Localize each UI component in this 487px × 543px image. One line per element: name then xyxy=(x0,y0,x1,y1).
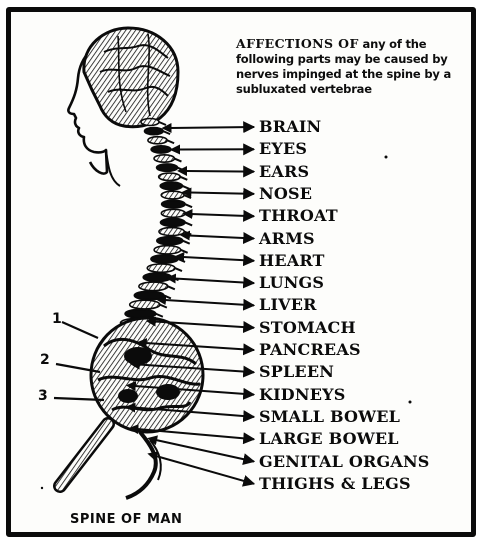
callout-2: 2 xyxy=(40,352,50,368)
organ-label: BRAIN xyxy=(259,118,321,136)
organ-label: SMALL BOWEL xyxy=(259,408,400,426)
vertebra xyxy=(159,173,181,181)
vertebra xyxy=(154,155,174,162)
spinous-process xyxy=(178,168,185,171)
vertebra xyxy=(143,273,171,281)
callout-3: 3 xyxy=(38,388,48,404)
nerve-arrow xyxy=(190,193,254,194)
vertebra xyxy=(162,200,185,208)
organ-label: LIVER xyxy=(259,296,317,314)
vertebra xyxy=(145,128,164,135)
nerve-arrow xyxy=(171,127,254,128)
organ-label: THROAT xyxy=(259,207,338,225)
spinous-process xyxy=(168,286,175,289)
vertebra xyxy=(151,146,171,153)
spinous-process xyxy=(184,195,191,198)
vertebra xyxy=(141,119,159,126)
callout-1: 1 xyxy=(52,311,62,327)
spinous-process xyxy=(167,140,174,143)
sacrum xyxy=(126,432,161,498)
organ-label: KIDNEYS xyxy=(259,386,345,404)
organ-label: HEART xyxy=(259,252,325,270)
spinous-process xyxy=(180,177,187,180)
nerve-arrow xyxy=(186,171,254,172)
vertebra xyxy=(148,137,167,144)
organ-label: SPLEEN xyxy=(259,363,334,381)
vertebra xyxy=(139,282,168,291)
organ-label: LARGE BOWEL xyxy=(259,430,399,448)
vertebra xyxy=(154,246,181,254)
spinous-process xyxy=(171,149,178,152)
nerve-arrow xyxy=(189,236,254,239)
spinous-process xyxy=(185,204,192,207)
spinous-process xyxy=(181,250,188,253)
femur-bone xyxy=(60,424,108,486)
nerve-arrow xyxy=(191,214,254,216)
spinous-process xyxy=(164,295,171,298)
spinous-process xyxy=(174,159,181,162)
nerve-arrow xyxy=(183,257,254,261)
spinous-process xyxy=(183,241,190,244)
organ-label: GENITAL ORGANS xyxy=(259,453,430,471)
skull-brain xyxy=(84,28,178,127)
nerve-arrow xyxy=(175,279,254,284)
organ-label: ARMS xyxy=(259,230,315,248)
spinous-process xyxy=(184,232,191,235)
spinous-process xyxy=(185,222,192,225)
organ-label: THIGHS & LEGS xyxy=(259,475,411,493)
vertebra xyxy=(130,300,160,309)
organ-label: EYES xyxy=(259,140,307,158)
spinous-process xyxy=(182,186,189,189)
vertebra xyxy=(159,228,184,236)
vertebra xyxy=(157,237,183,245)
vertebra xyxy=(160,218,185,226)
spinal-column xyxy=(116,119,192,337)
spinous-process xyxy=(178,259,185,262)
spinous-process xyxy=(156,314,163,317)
pelvis xyxy=(91,318,203,432)
nerve-arrow xyxy=(156,456,254,484)
spinous-process xyxy=(175,268,182,271)
organ-label: EARS xyxy=(259,163,309,181)
organ-label: LUNGS xyxy=(259,274,324,292)
vertebra xyxy=(151,255,178,263)
nerve-arrow xyxy=(156,440,254,462)
vertebra xyxy=(147,264,175,272)
organ-label: NOSE xyxy=(259,185,312,203)
spinous-process xyxy=(160,305,167,308)
spinous-process xyxy=(163,131,170,134)
organ-label: PANCREAS xyxy=(259,341,361,359)
spinous-process xyxy=(159,122,166,125)
vertebra xyxy=(161,191,184,199)
nerve-arrow xyxy=(137,429,254,439)
organ-label: STOMACH xyxy=(259,319,356,337)
vertebra xyxy=(157,164,178,171)
vertebra xyxy=(160,182,182,190)
vertebra xyxy=(161,209,185,217)
vertebra xyxy=(134,291,164,300)
nerve-arrow xyxy=(165,300,254,305)
figure-title: SPINE OF MAN xyxy=(70,512,182,527)
